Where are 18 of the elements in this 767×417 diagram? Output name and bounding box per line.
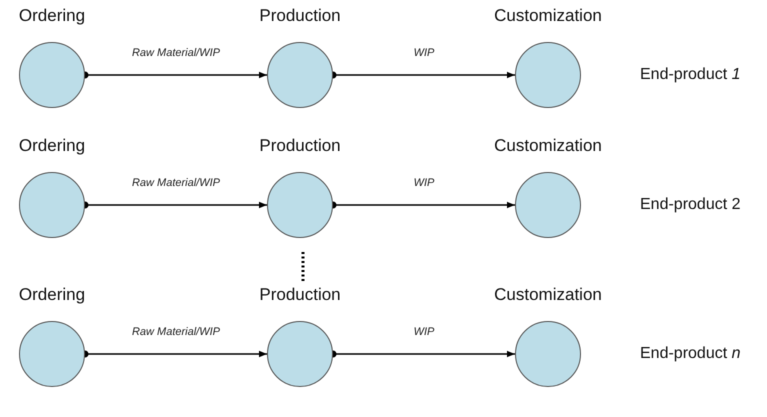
- edge-label: Raw Material/WIP: [130, 326, 222, 338]
- edge-label: Raw Material/WIP: [130, 47, 222, 59]
- edge-label: WIP: [412, 177, 436, 189]
- edge-label: Raw Material/WIP: [130, 177, 222, 189]
- edge-label: WIP: [412, 326, 436, 338]
- stage-heading: Ordering: [18, 136, 86, 156]
- end-product-label: End-product 2: [640, 196, 741, 214]
- stage-heading: Customization: [493, 136, 603, 156]
- edge-label: WIP: [412, 47, 436, 59]
- stage-heading: Customization: [493, 6, 603, 26]
- stage-heading: Customization: [493, 285, 603, 305]
- stage-heading: Production: [258, 136, 342, 156]
- end-product-label: End-product n: [640, 345, 741, 363]
- stage-heading: Ordering: [18, 6, 86, 26]
- end-product-label: End-product 1: [640, 66, 741, 84]
- stage-heading: Ordering: [18, 285, 86, 305]
- stage-heading: Production: [258, 6, 342, 26]
- stage-heading: Production: [258, 285, 342, 305]
